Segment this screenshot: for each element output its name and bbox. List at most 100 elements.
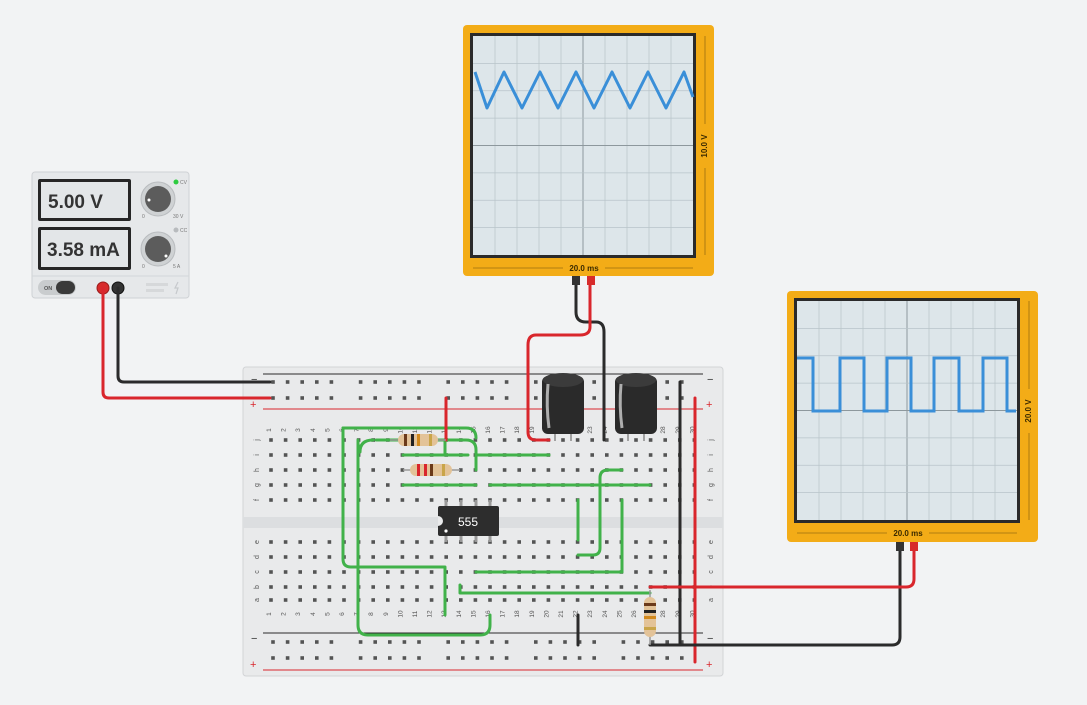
breadboard-hole[interactable] — [285, 656, 290, 660]
breadboard-hole[interactable] — [329, 656, 334, 660]
breadboard-hole[interactable] — [680, 640, 684, 644]
breadboard-hole[interactable] — [490, 640, 494, 644]
breadboard-hole[interactable] — [400, 540, 405, 544]
breadboard-hole[interactable] — [298, 540, 302, 544]
breadboard-hole[interactable] — [386, 598, 390, 602]
breadboard-hole[interactable] — [415, 585, 419, 589]
breadboard-hole[interactable] — [269, 453, 273, 457]
breadboard-hole[interactable] — [590, 438, 594, 442]
resistor[interactable] — [403, 464, 460, 476]
breadboard-hole[interactable] — [546, 498, 551, 502]
breadboard-hole[interactable] — [298, 483, 302, 487]
breadboard-hole[interactable] — [315, 396, 319, 400]
wire-black[interactable] — [648, 546, 902, 647]
breadboard-hole[interactable] — [532, 585, 536, 589]
breadboard-hole[interactable] — [327, 483, 332, 487]
breadboard-hole[interactable] — [546, 585, 551, 589]
breadboard-hole[interactable] — [461, 640, 465, 644]
breadboard-hole[interactable] — [504, 380, 509, 384]
breadboard-hole[interactable] — [605, 540, 609, 544]
breadboard-hole[interactable] — [315, 380, 319, 384]
breadboard-hole[interactable] — [561, 585, 565, 589]
breadboard-hole[interactable] — [300, 396, 304, 400]
breadboard-hole[interactable] — [298, 598, 302, 602]
breadboard-hole[interactable] — [561, 498, 565, 502]
breadboard-hole[interactable] — [634, 585, 638, 589]
breadboard-hole[interactable] — [388, 640, 392, 644]
breadboard-hole[interactable] — [283, 483, 288, 487]
wire-red[interactable] — [101, 286, 272, 400]
breadboard-hole[interactable] — [532, 498, 536, 502]
oscilloscope-1[interactable]: 20.0 ms 10.0 V — [463, 25, 714, 285]
breadboard-hole[interactable] — [634, 540, 638, 544]
breadboard-hole[interactable] — [417, 396, 421, 400]
breadboard-hole[interactable] — [461, 380, 465, 384]
breadboard-hole[interactable] — [327, 540, 332, 544]
breadboard-hole[interactable] — [561, 438, 565, 442]
breadboard-hole[interactable] — [300, 380, 304, 384]
breadboard-hole[interactable] — [575, 438, 580, 442]
breadboard-hole[interactable] — [534, 640, 538, 644]
breadboard-hole[interactable] — [459, 468, 463, 472]
breadboard-hole[interactable] — [283, 468, 288, 472]
breadboard-hole[interactable] — [415, 540, 419, 544]
breadboard-hole[interactable] — [444, 555, 448, 559]
breadboard-hole[interactable] — [592, 656, 596, 660]
breadboard-hole[interactable] — [546, 598, 551, 602]
resistor[interactable] — [390, 434, 446, 446]
breadboard-hole[interactable] — [327, 453, 332, 457]
breadboard-hole[interactable] — [313, 483, 317, 487]
breadboard-hole[interactable] — [605, 453, 609, 457]
breadboard-hole[interactable] — [298, 498, 302, 502]
breadboard-hole[interactable] — [386, 483, 390, 487]
breadboard-hole[interactable] — [327, 438, 332, 442]
breadboard-hole[interactable] — [313, 453, 317, 457]
breadboard-hole[interactable] — [502, 585, 507, 589]
breadboard-hole[interactable] — [415, 498, 419, 502]
breadboard-hole[interactable] — [548, 640, 553, 644]
breadboard-hole[interactable] — [534, 396, 538, 400]
power-wires[interactable] — [101, 281, 916, 664]
breadboard-hole[interactable] — [663, 570, 667, 574]
breadboard-hole[interactable] — [283, 570, 288, 574]
breadboard-hole[interactable] — [386, 468, 390, 472]
breadboard-hole[interactable] — [475, 640, 480, 644]
breadboard-hole[interactable] — [680, 656, 684, 660]
breadboard-hole[interactable] — [386, 453, 390, 457]
breadboard-hole[interactable] — [429, 555, 434, 559]
breadboard-hole[interactable] — [386, 498, 390, 502]
breadboard-hole[interactable] — [665, 656, 669, 660]
current-knob[interactable] — [145, 236, 171, 262]
breadboard-hole[interactable] — [459, 555, 463, 559]
breadboard-hole[interactable] — [373, 640, 377, 644]
breadboard-hole[interactable] — [619, 453, 624, 457]
breadboard-hole[interactable] — [298, 453, 302, 457]
breadboard-hole[interactable] — [459, 570, 463, 574]
breadboard-hole[interactable] — [283, 598, 288, 602]
breadboard-hole[interactable] — [313, 598, 317, 602]
breadboard-hole[interactable] — [473, 555, 478, 559]
breadboard-hole[interactable] — [446, 396, 450, 400]
breadboard-hole[interactable] — [417, 656, 421, 660]
breadboard-hole[interactable] — [315, 656, 319, 660]
breadboard-hole[interactable] — [371, 555, 375, 559]
breadboard-hole[interactable] — [358, 640, 363, 644]
wire-green[interactable] — [356, 438, 492, 637]
breadboard-hole[interactable] — [402, 380, 407, 384]
breadboard-hole[interactable] — [327, 598, 332, 602]
breadboard-hole[interactable] — [475, 396, 480, 400]
breadboard-hole[interactable] — [371, 598, 375, 602]
breadboard-hole[interactable] — [358, 656, 363, 660]
breadboard-hole[interactable] — [373, 396, 377, 400]
wire-black[interactable] — [116, 286, 272, 384]
voltage-knob[interactable] — [145, 186, 171, 212]
breadboard-hole[interactable] — [402, 396, 407, 400]
breadboard-hole[interactable] — [502, 555, 507, 559]
breadboard-hole[interactable] — [561, 453, 565, 457]
breadboard-hole[interactable] — [634, 438, 638, 442]
breadboard-hole[interactable] — [386, 555, 390, 559]
breadboard-hole[interactable] — [634, 468, 638, 472]
breadboard-hole[interactable] — [429, 498, 434, 502]
breadboard-hole[interactable] — [648, 555, 653, 559]
breadboard-hole[interactable] — [269, 555, 273, 559]
